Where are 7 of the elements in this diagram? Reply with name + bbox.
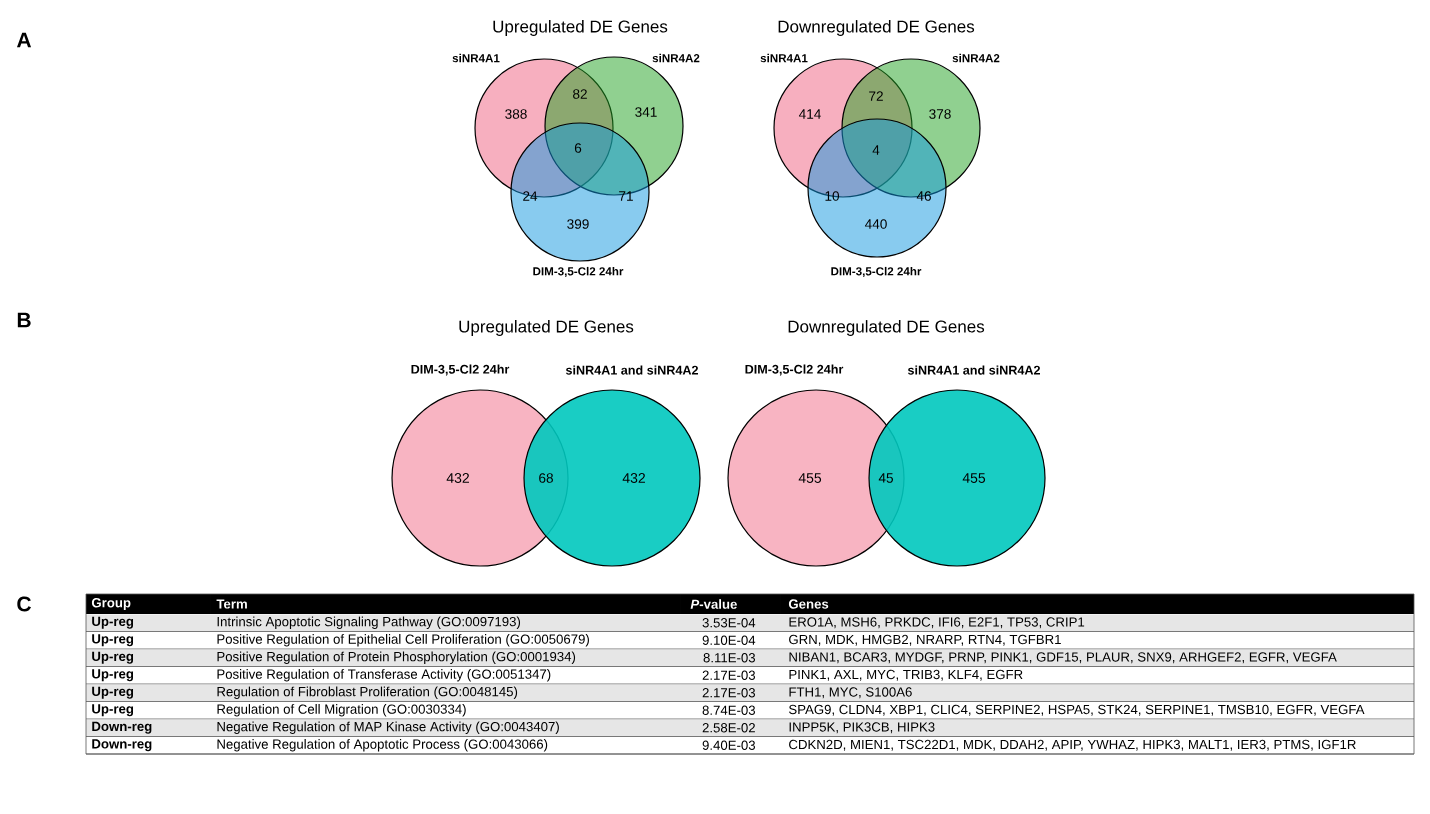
- panel-letter: A: [16, 32, 32, 48]
- chart-title: Upregulated DE Genes: [459, 320, 634, 336]
- chart-title: Downregulated DE Genes: [788, 320, 985, 336]
- chart-title: Downregulated DE Genes: [778, 20, 975, 36]
- chart-title: Upregulated DE Genes: [493, 20, 668, 36]
- panel-letter: C: [17, 596, 31, 612]
- panel-letter: B: [17, 312, 31, 328]
